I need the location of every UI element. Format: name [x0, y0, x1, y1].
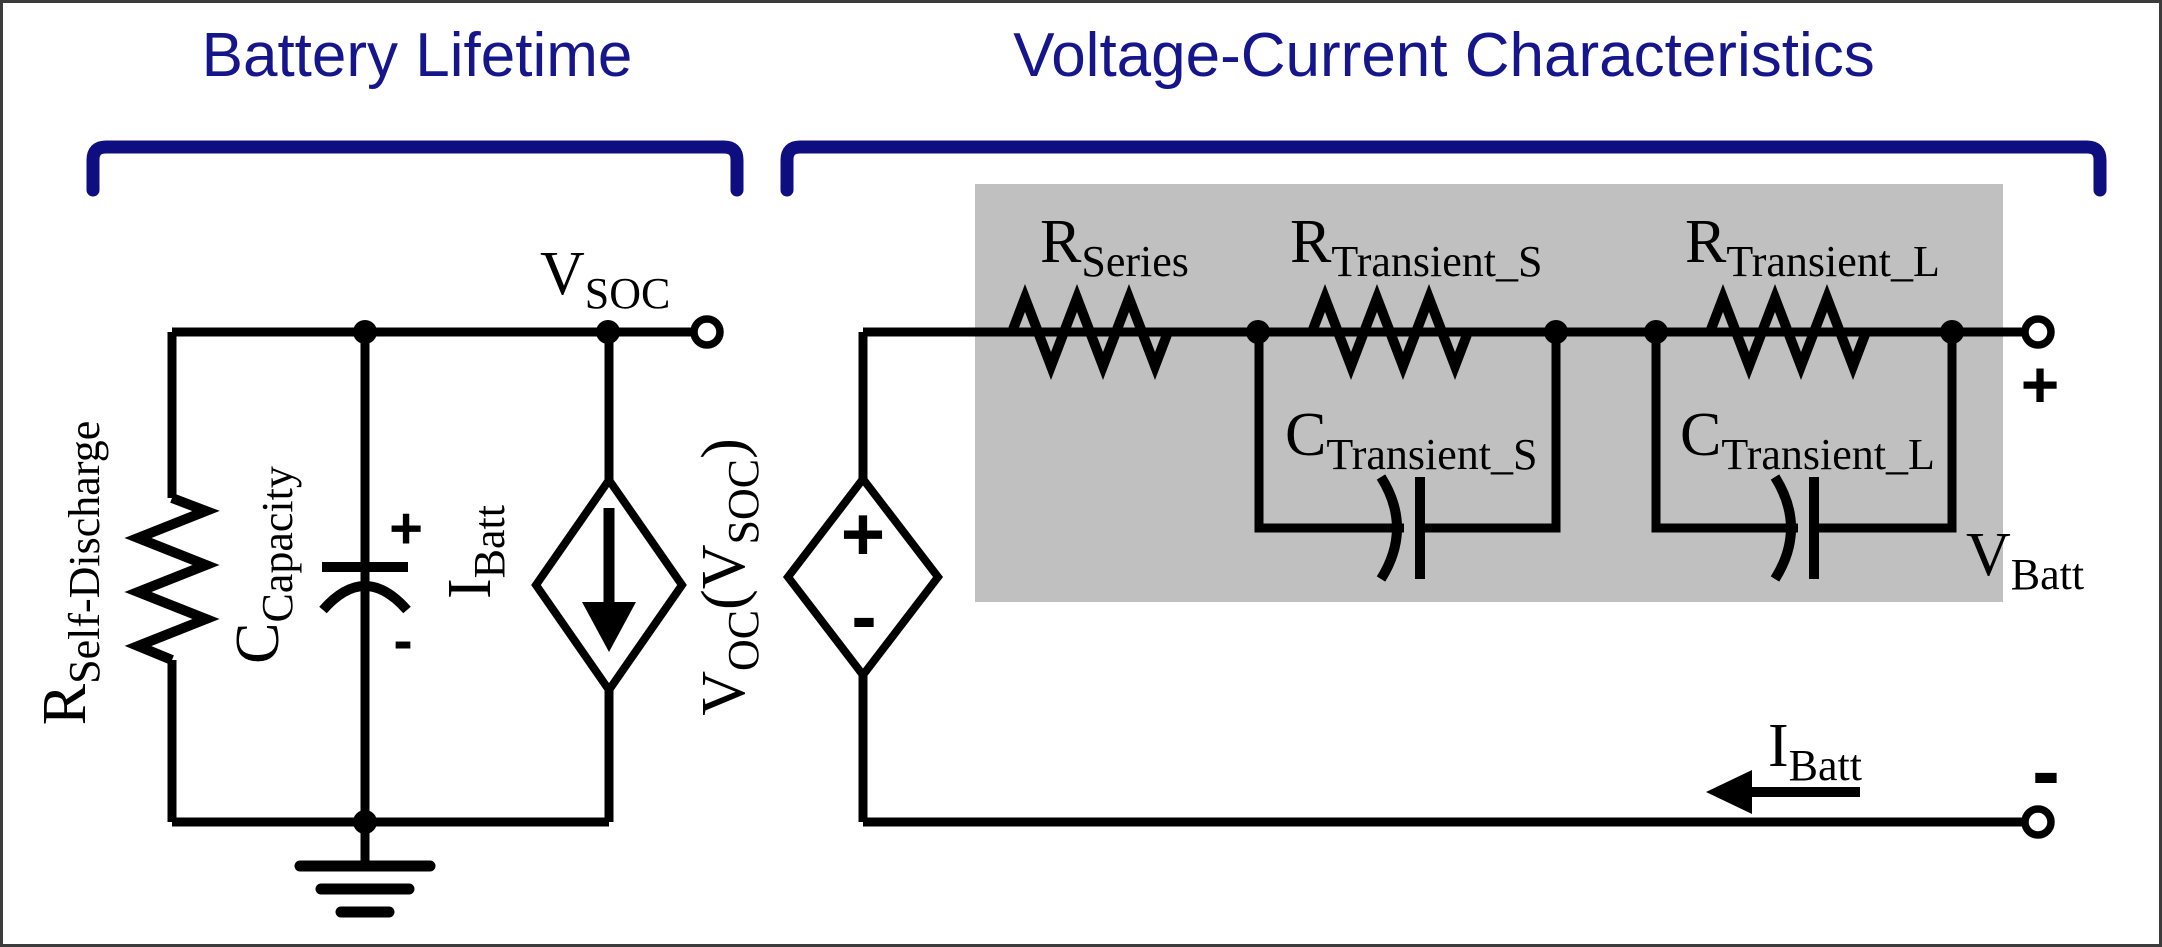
terminal-v-batt-positive — [2021, 315, 2055, 349]
label-r-transient-l: RTransient_L — [1685, 208, 1940, 286]
label-source-minus: - — [851, 574, 876, 659]
junction-dot — [353, 320, 377, 344]
label-terminal-minus: - — [2032, 724, 2060, 818]
label-cap-plus: + — [389, 496, 423, 561]
ground-symbol — [294, 822, 436, 918]
i-batt-current-arrow — [1706, 770, 1860, 814]
right-section-title: Voltage-Current Characteristics — [1013, 21, 1874, 90]
label-i-batt-left: IBatt — [436, 505, 514, 599]
junction-dot — [1940, 320, 1964, 344]
label-v-soc: VSOC — [540, 240, 670, 318]
resistor-r-self-discharge — [124, 493, 220, 665]
junction-dot — [1246, 320, 1270, 344]
left-section-bracket — [86, 140, 744, 197]
left-circuit-wires — [167, 327, 694, 827]
i-batt-arrow-head — [1706, 770, 1752, 814]
label-source-plus: + — [841, 492, 885, 577]
label-cap-minus: - — [393, 608, 412, 673]
left-section-title: Battery Lifetime — [202, 21, 633, 90]
resistor-r-series — [1007, 283, 1173, 381]
capacitor-c-transient-l-curved-plate — [1770, 474, 1796, 582]
capacitor-c-capacity-curved-plate — [319, 581, 411, 614]
voltage-source-v-oc — [782, 472, 944, 682]
junction-dot — [1544, 320, 1568, 344]
battery-lifetime-circuit: VSOC RSelf-Discharge CCapacity IBatt + - — [31, 240, 724, 918]
junction-dot — [1644, 320, 1668, 344]
label-r-self-discharge: RSelf-Discharge — [31, 421, 109, 725]
label-c-transient-s: CTransient_S — [1285, 401, 1537, 479]
capacitor-c-transient-s-curved-plate — [1376, 474, 1402, 582]
label-v-oc: VOC(VSOC) — [690, 438, 768, 716]
junction-dot — [596, 320, 620, 344]
label-r-series: RSeries — [1040, 208, 1189, 286]
resistor-r-transient-l — [1705, 283, 1871, 381]
label-i-batt-right: IBatt — [1768, 712, 1862, 790]
label-c-transient-l: CTransient_L — [1680, 401, 1935, 479]
label-c-capacity: CCapacity — [224, 466, 302, 664]
terminal-v-batt-negative — [2021, 805, 2055, 839]
label-v-batt: VBatt — [1966, 521, 2084, 599]
current-source-arrow-head — [582, 602, 636, 652]
voltage-current-circuit: + - VOC(VSOC) RSeries RTransient_S CTran… — [690, 208, 2084, 839]
right-section-bracket — [780, 140, 2107, 197]
label-r-transient-s: RTransient_S — [1290, 208, 1542, 286]
resistor-r-transient-s — [1307, 283, 1473, 381]
terminal-v-soc — [690, 315, 724, 349]
label-terminal-plus: + — [2021, 347, 2060, 421]
